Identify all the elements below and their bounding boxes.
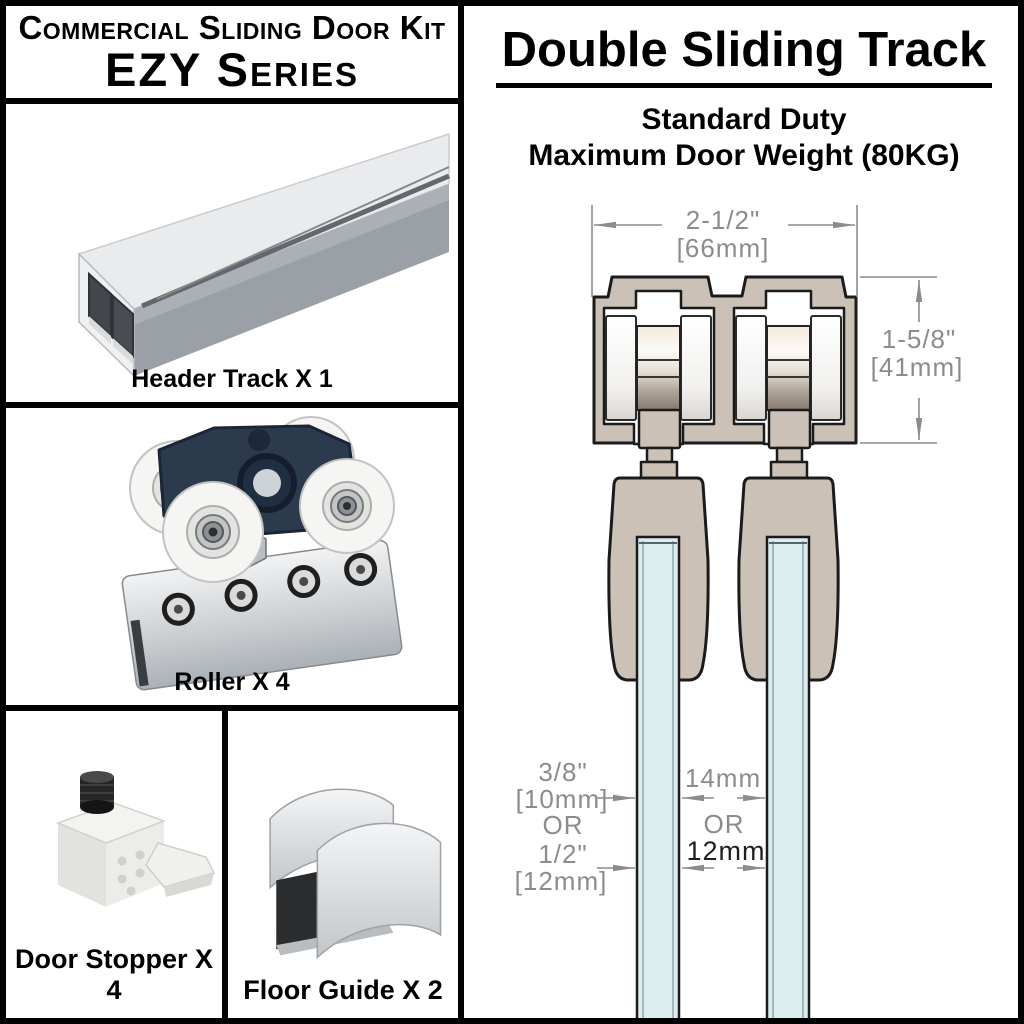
track-front-face	[134, 184, 449, 376]
component-label-floor-guide: Floor Guide X 2	[243, 975, 443, 1005]
dim-glass-option2-mm: [12mm]	[515, 866, 608, 896]
header-track-box: Header Track X 1	[6, 104, 458, 408]
dim-glass-or: OR	[543, 810, 584, 840]
diagram-subtitle-line1: Standard Duty	[641, 103, 847, 136]
dimension-labels: 2-1/2" [66mm] 1-5/8" [41mm] 3/8" [10mm] …	[515, 205, 964, 896]
dim-gap-option1: 14mm	[685, 763, 761, 793]
clamp-screws	[161, 552, 378, 626]
roller-wheel	[299, 458, 395, 554]
kit-title-line1: Commercial Sliding Door Kit	[18, 9, 446, 47]
roller-cross-section-left	[605, 315, 712, 421]
kit-title-line2: EZY Series	[105, 42, 359, 96]
stopper-left-face	[58, 823, 106, 907]
dim-gap-option2: 12mm	[686, 836, 765, 866]
glass-panel-right	[765, 535, 811, 1018]
roller-wheel	[162, 481, 264, 583]
guide-front-plate	[316, 822, 442, 960]
stopper-dimples	[117, 850, 145, 896]
dimension-lines	[591, 205, 937, 872]
door-stopper-box: Door Stopper X 4	[6, 711, 228, 1018]
roller-photo	[121, 416, 403, 691]
dim-glass-option2-inches: 1/2"	[538, 839, 587, 869]
stopper-right-face	[106, 821, 164, 907]
glass-panel-left	[635, 535, 681, 1018]
dim-overall-height-mm: [41mm]	[871, 352, 964, 382]
kit-components-column: Commercial Sliding Door Kit EZY Series H…	[6, 6, 464, 1018]
component-label-door-stopper: Door Stopper X 4	[14, 944, 213, 1005]
double-track-cross-section: 2-1/2" [66mm] 1-5/8" [41mm] 3/8" [10mm] …	[515, 205, 964, 1018]
dim-overall-width-inches: 2-1/2"	[686, 205, 761, 235]
dim-gap-or: OR	[704, 809, 745, 839]
component-label-header-track: Header Track X 1	[131, 365, 333, 393]
diagram-subtitle-line2: Maximum Door Weight (80KG)	[528, 139, 960, 172]
floor-guide-box: Floor Guide X 2	[228, 711, 458, 1018]
small-parts-row: Door Stopper X 4 Floor Guide X 2	[6, 711, 458, 1018]
roller-box: Roller X 4	[6, 408, 458, 711]
roller-cross-section-right	[735, 315, 842, 421]
component-label-roller: Roller X 4	[174, 668, 290, 696]
stopper-set-screw	[80, 771, 114, 814]
diagram-title: Double Sliding Track	[495, 26, 993, 88]
diagram-subtitle: Standard Duty Maximum Door Weight (80KG)	[464, 102, 1018, 174]
door-stopper-photo	[55, 771, 216, 907]
dim-overall-width-mm: [66mm]	[677, 233, 770, 263]
dim-glass-option1-inches: 3/8"	[538, 757, 587, 787]
diagram-heading-area: Double Sliding Track Standard Duty Maxim…	[464, 6, 1018, 174]
dim-overall-height-inches: 1-5/8"	[882, 324, 957, 354]
track-groove	[141, 173, 450, 309]
dim-glass-option1-mm: [10mm]	[516, 784, 609, 814]
floor-guide-photo	[269, 788, 442, 960]
kit-title-box: Commercial Sliding Door Kit EZY Series	[6, 6, 458, 104]
header-track-photo	[77, 132, 450, 378]
